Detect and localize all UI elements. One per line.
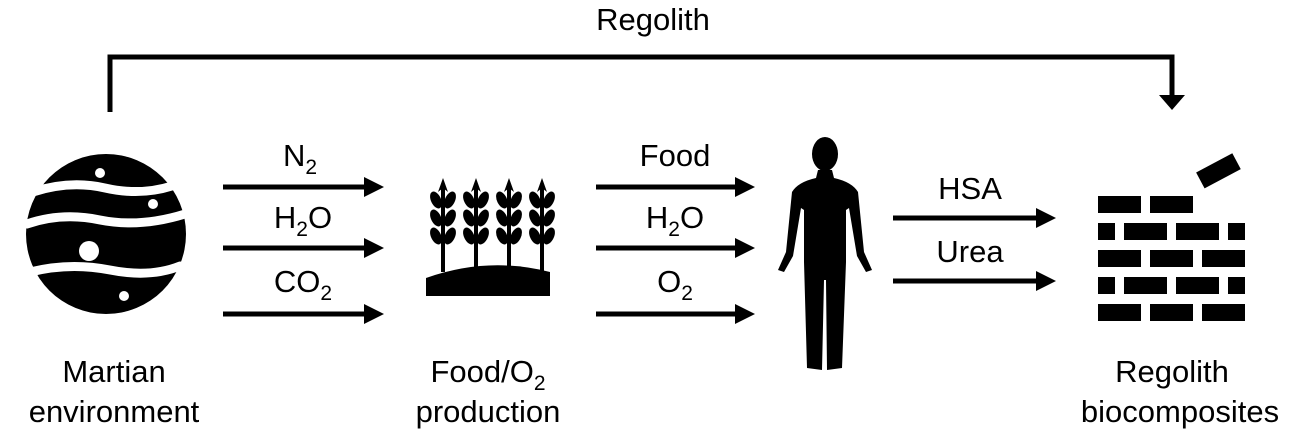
- flow-label-hsa: HSA: [938, 171, 1002, 206]
- bricks-label-line1: Regolith: [1115, 354, 1229, 389]
- flow-label-o2: O2: [657, 264, 693, 305]
- flow-label-n2: N2: [283, 138, 317, 179]
- flow-label-h2o-2: H2O: [646, 200, 704, 241]
- regolith-top-label: Regolith: [596, 2, 710, 37]
- planet-icon: [22, 154, 190, 314]
- arrows-human-to-bricks: [893, 208, 1056, 291]
- flow-label-h2o-1: H2O: [274, 200, 332, 241]
- wheat-icon: [426, 176, 560, 296]
- flow-label-co2: CO2: [274, 264, 332, 305]
- regolith-top-arrow: [107, 54, 1185, 112]
- crops-label-line2: production: [416, 394, 561, 429]
- mars-label-line2: environment: [29, 394, 200, 429]
- arrows-crops-to-human: [596, 177, 755, 324]
- brick-wall-icon: [1098, 153, 1245, 321]
- flow-label-food: Food: [640, 138, 711, 173]
- human-figure-icon: [778, 137, 872, 370]
- flow-label-urea: Urea: [936, 234, 1004, 269]
- crops-label-line1: Food/O2: [430, 354, 545, 395]
- mars-label-line1: Martian: [62, 354, 165, 389]
- arrows-mars-to-crops: [223, 177, 384, 324]
- bricks-label-line2: biocomposites: [1081, 394, 1279, 429]
